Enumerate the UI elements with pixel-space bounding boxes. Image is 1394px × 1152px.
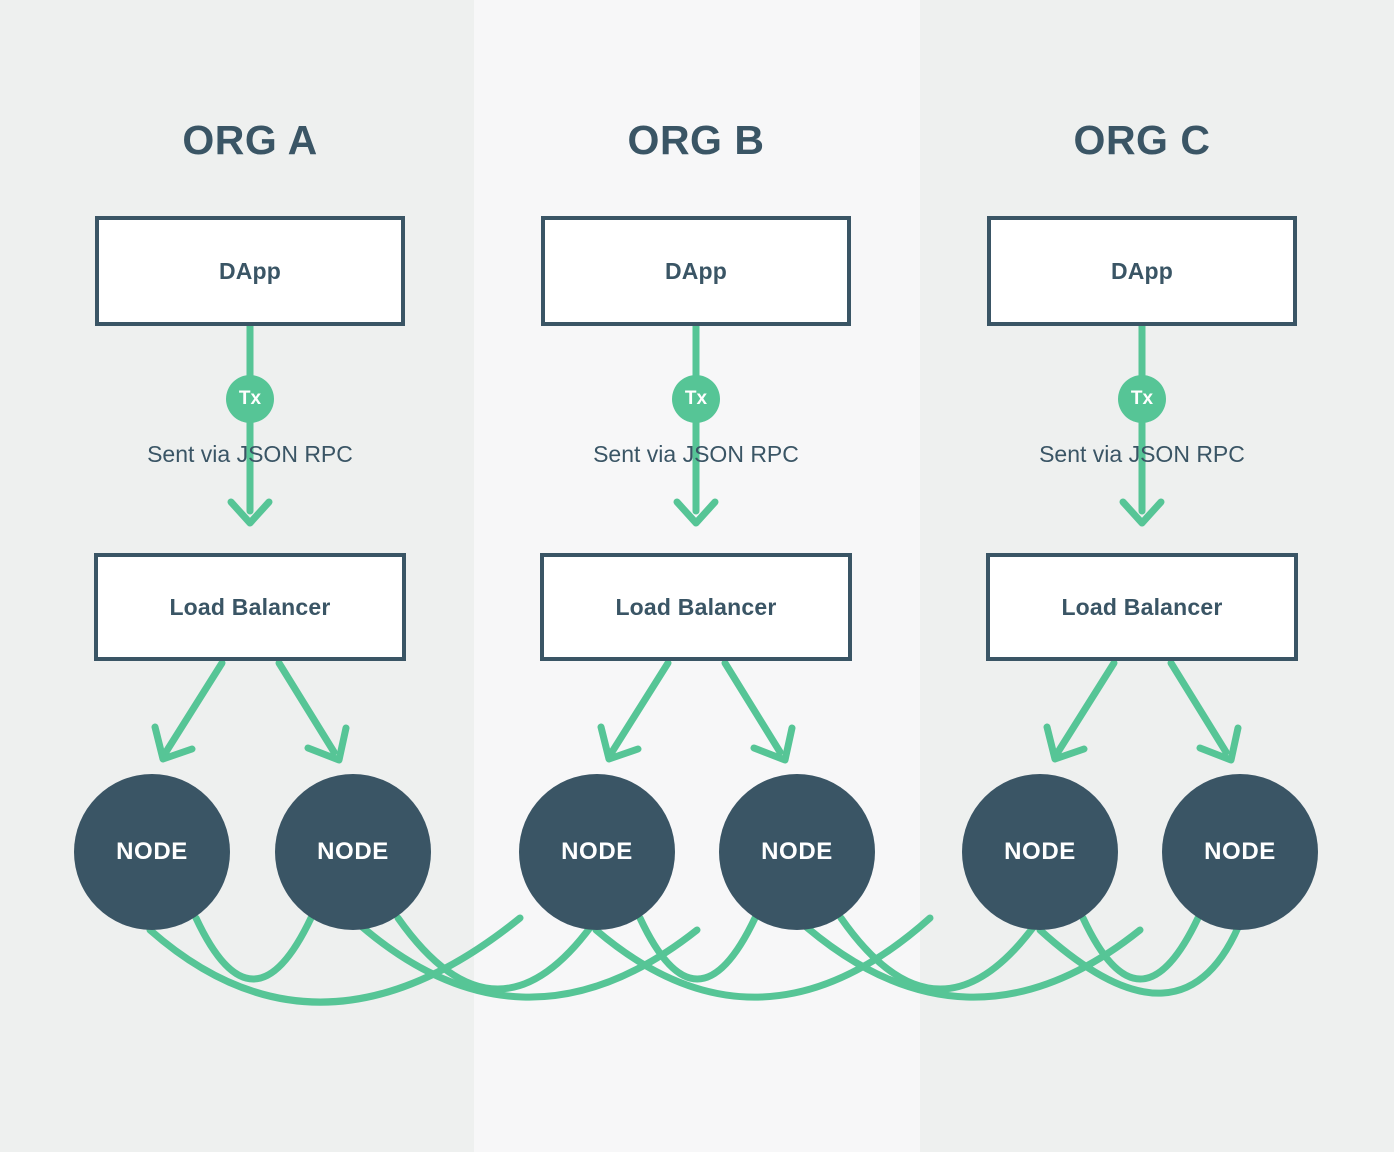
rpc-label-org-b: Sent via JSON RPC xyxy=(593,441,799,467)
rpc-label-org-a: Sent via JSON RPC xyxy=(147,441,353,467)
node-circle-6[interactable]: NODE xyxy=(1162,774,1318,930)
org-a-title: ORG A xyxy=(182,117,318,163)
dapp-box-org-a[interactable]: DApp xyxy=(95,216,405,326)
org-c-title: ORG C xyxy=(1073,117,1211,163)
load-balancer-box-org-b[interactable]: Load Balancer xyxy=(540,553,852,661)
node-circle-4[interactable]: NODE xyxy=(719,774,875,930)
node-circle-2[interactable]: NODE xyxy=(275,774,431,930)
tx-badge-org-a: Tx xyxy=(226,375,274,423)
dapp-box-org-b[interactable]: DApp xyxy=(541,216,851,326)
tx-badge-org-b: Tx xyxy=(672,375,720,423)
tx-badge-org-c: Tx xyxy=(1118,375,1166,423)
rpc-label-org-c: Sent via JSON RPC xyxy=(1039,441,1245,467)
node-circle-3[interactable]: NODE xyxy=(519,774,675,930)
node-circle-1[interactable]: NODE xyxy=(74,774,230,930)
dapp-box-org-c[interactable]: DApp xyxy=(987,216,1297,326)
org-b-title: ORG B xyxy=(627,117,765,163)
load-balancer-box-org-c[interactable]: Load Balancer xyxy=(986,553,1298,661)
node-circle-5[interactable]: NODE xyxy=(962,774,1118,930)
load-balancer-box-org-a[interactable]: Load Balancer xyxy=(94,553,406,661)
